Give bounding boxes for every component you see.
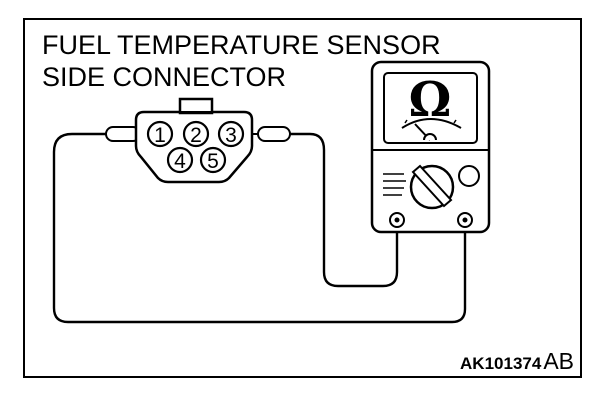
title-line-1: FUEL TEMPERATURE SENSOR: [42, 30, 441, 60]
lead-wire-left: [52, 132, 467, 324]
pin-label-5: 5: [207, 150, 219, 173]
connector-latch: [178, 97, 214, 115]
zero-adjust-knob[interactable]: [458, 165, 480, 187]
lead-wire-right: [290, 132, 399, 288]
connector-pin-1: [146, 120, 174, 148]
ohmmeter: Ω: [370, 60, 491, 234]
figure-code-main: AK101374: [460, 354, 542, 373]
connector-pin-2: [182, 120, 210, 148]
pin-label-2: 2: [190, 124, 202, 147]
pin-label-3: 3: [225, 124, 237, 147]
pin-label-1: 1: [154, 124, 166, 147]
connector-pin-4: [166, 146, 194, 174]
sensor-side-connector: 1 2 3 4 5: [134, 97, 254, 184]
figure-code-suffix: AB: [543, 348, 574, 374]
meter-scale-arc: [401, 118, 462, 129]
figure-frame: [23, 18, 582, 378]
title-line-2: SIDE CONNECTOR: [42, 62, 286, 92]
test-probe-right: [242, 126, 291, 142]
figure-code: AK101374AB: [460, 348, 574, 374]
connector-pin-3: [217, 120, 245, 148]
connector-pin-5: [199, 146, 227, 174]
range-selector-pointer: [411, 164, 453, 208]
pin-label-4: 4: [174, 150, 186, 173]
range-selector-lines: [383, 173, 406, 196]
